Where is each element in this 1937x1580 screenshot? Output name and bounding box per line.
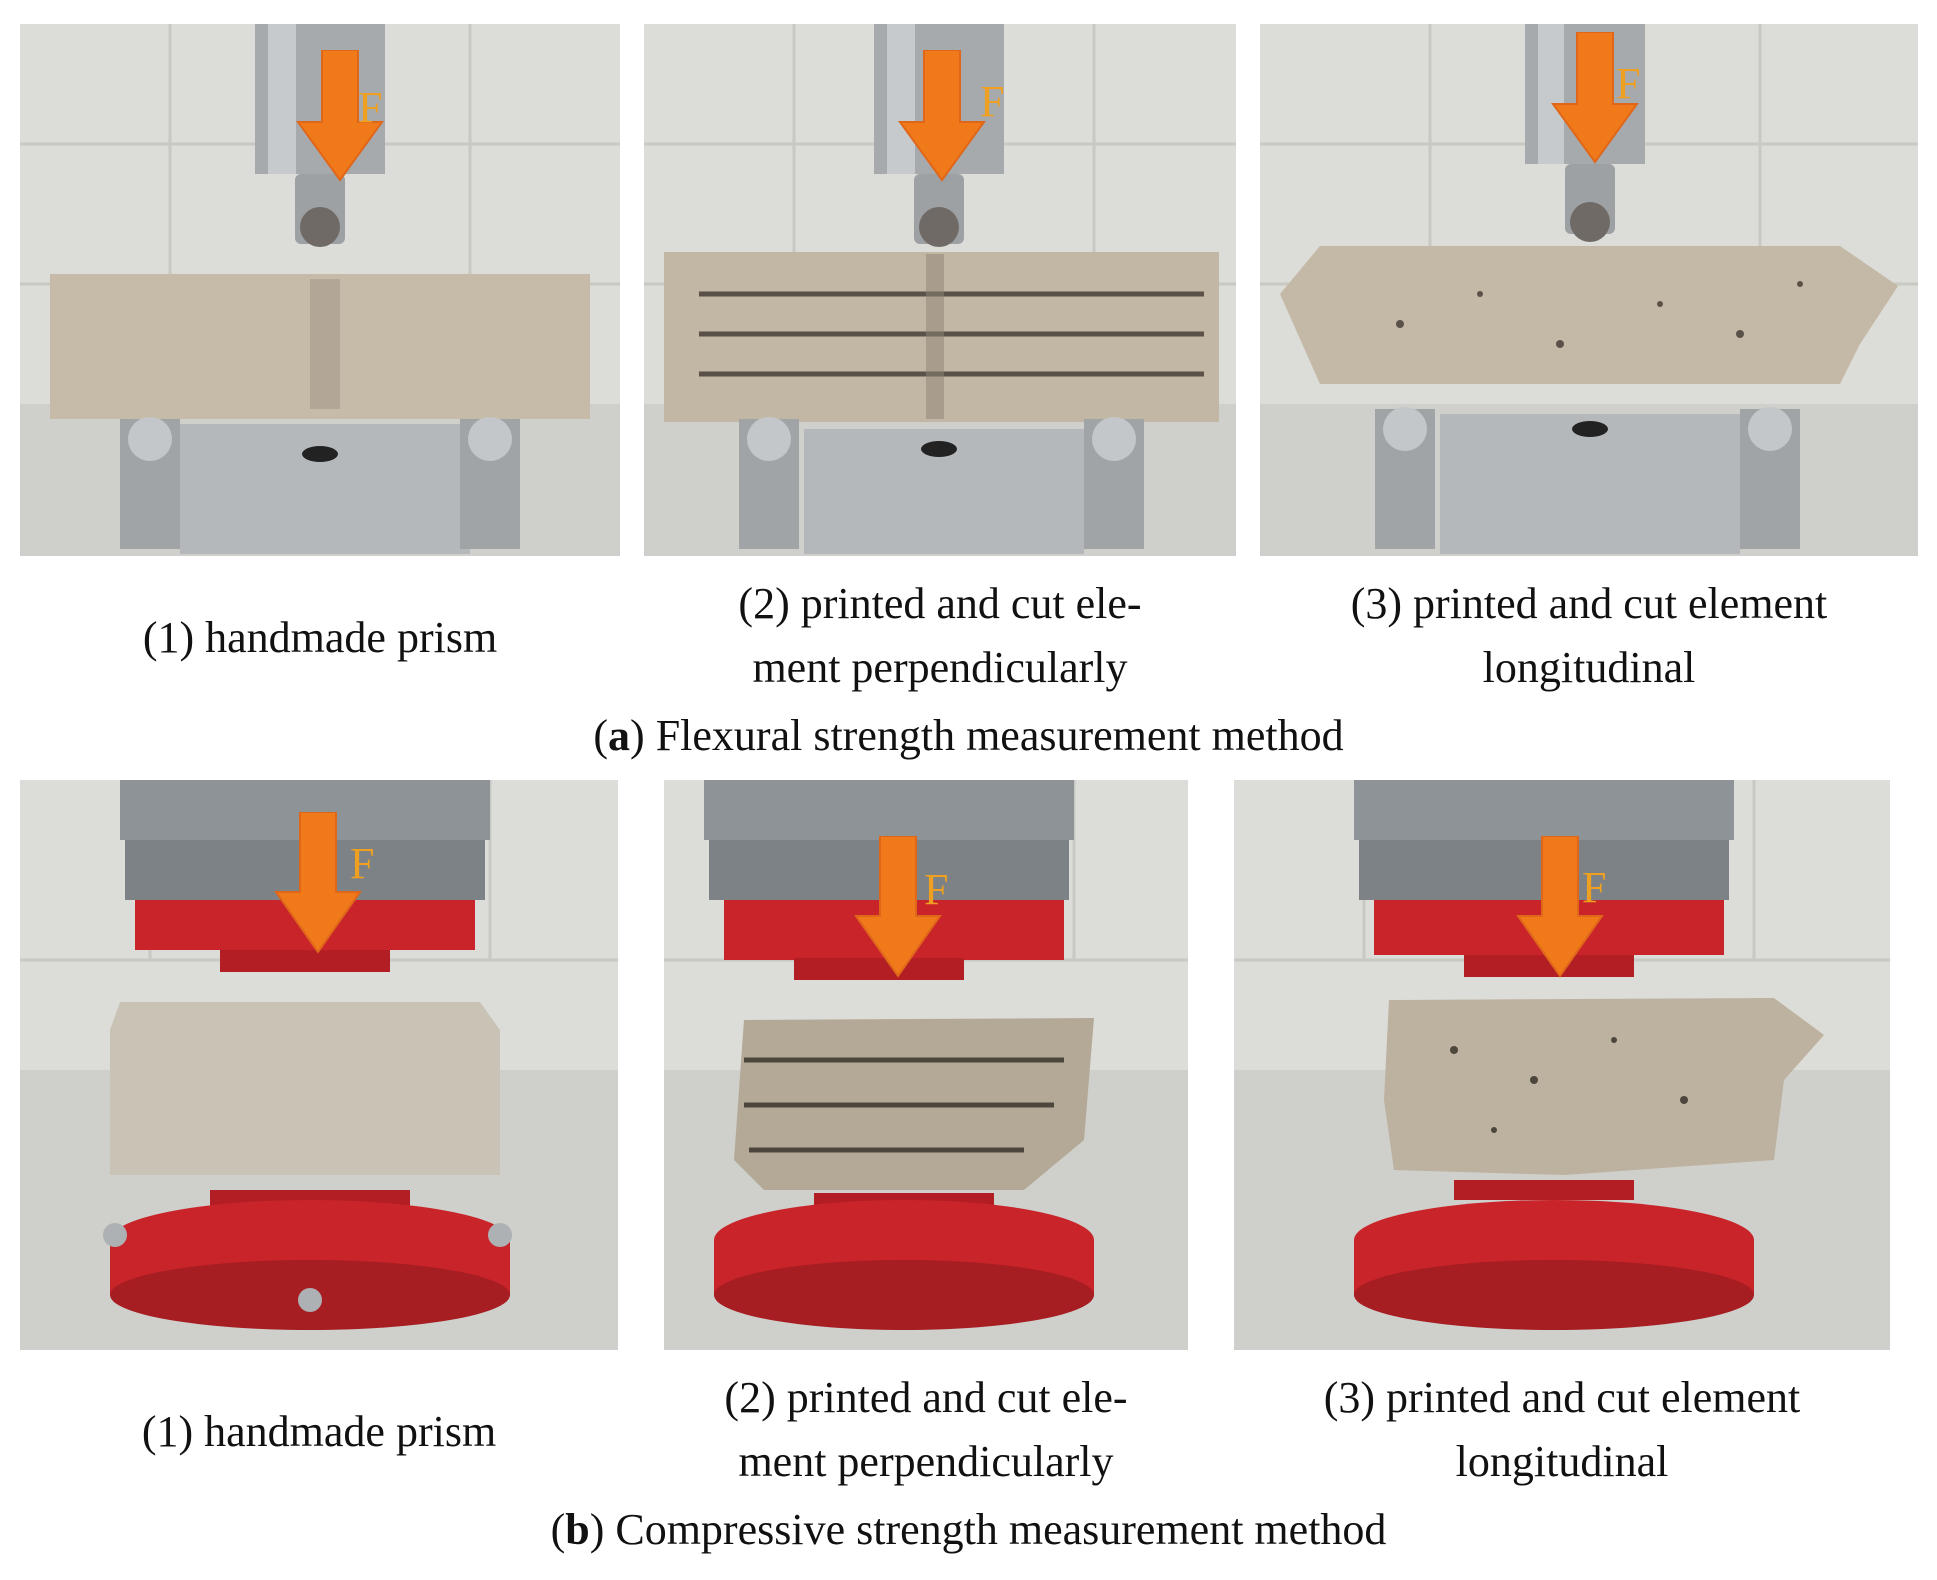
- force-label: F: [980, 77, 1004, 126]
- force-label: F: [358, 83, 382, 132]
- flexural-photo-handmade-prism: [20, 24, 620, 556]
- force-arrow-icon: [854, 836, 942, 978]
- compressive-photo-printed-perpendicular: [664, 780, 1188, 1350]
- caption-flexural-3: (3) printed and cut element longitudinal: [1350, 579, 1828, 692]
- panel-a-caption: (a) Flexural strength measurement method: [593, 711, 1344, 760]
- caption-compressive-2: (2) printed and cut ele- ment perpendicu…: [724, 1373, 1128, 1486]
- force-label: F: [350, 839, 374, 888]
- compressive-photo-printed-longitudinal: [1234, 780, 1890, 1350]
- force-arrow-icon: [274, 812, 362, 954]
- force-label: F: [924, 865, 948, 914]
- caption-flexural-2: (2) printed and cut ele- ment perpendicu…: [738, 579, 1142, 692]
- panel-b-caption: (b) Compressive strength measurement met…: [550, 1505, 1387, 1554]
- force-arrow-icon: [296, 50, 384, 182]
- flexural-photo-printed-longitudinal: [1260, 24, 1918, 556]
- caption-flexural-1: (1) handmade prism: [142, 613, 498, 662]
- force-label: F: [1616, 59, 1640, 108]
- force-label: F: [1582, 863, 1606, 912]
- caption-compressive-3: (3) printed and cut element longitudinal: [1323, 1373, 1801, 1486]
- force-arrow-icon: [898, 50, 986, 182]
- force-arrow-icon: [1551, 32, 1639, 164]
- caption-compressive-1: (1) handmade prism: [141, 1407, 497, 1456]
- force-arrow-icon: [1516, 836, 1604, 978]
